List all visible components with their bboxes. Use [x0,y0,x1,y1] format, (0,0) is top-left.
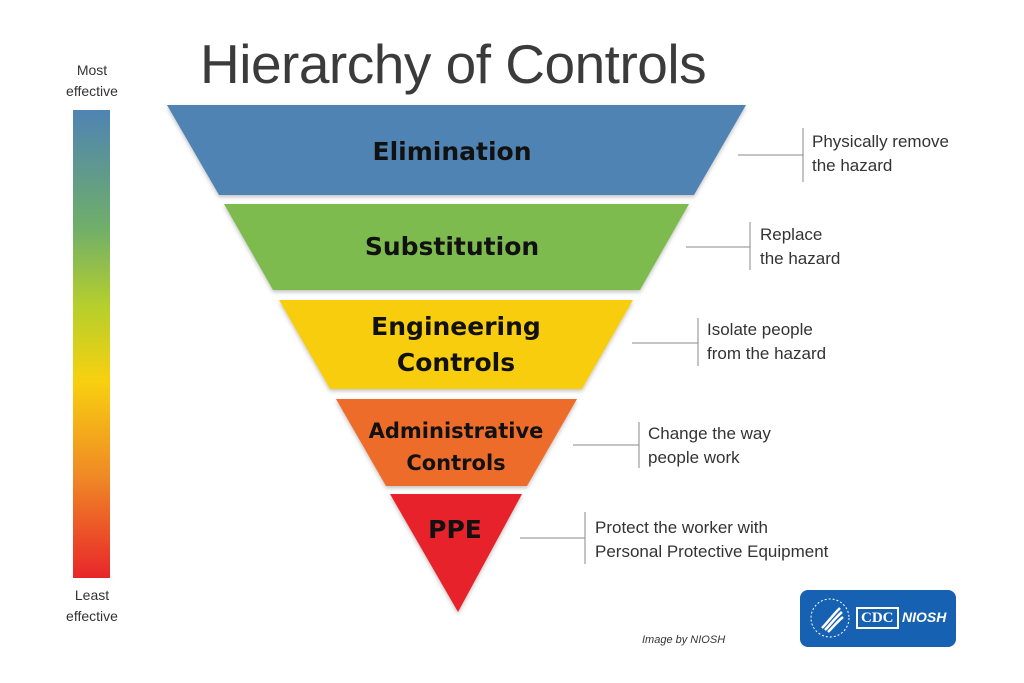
niosh-logo-text: NIOSH [902,609,947,625]
cdc-niosh-logo: CDC NIOSH [800,590,956,647]
band-administrative [336,399,577,486]
cdc-logo-text: CDC [856,607,899,629]
desc-ppe-line-2: Personal Protective Equipment [595,542,829,561]
label-engineering-line-1: Engineering [371,312,541,341]
label-elimination: Elimination [372,137,532,166]
label-engineering-line-2: Controls [396,348,516,377]
image-credit: Image by NIOSH [642,634,726,646]
desc-engineering: Isolate people from the hazard [707,318,826,366]
scale-top-label: Most effective [37,60,147,102]
effectiveness-gradient-bar [73,110,110,578]
band-elimination [167,105,746,195]
label-administrative-line-2: Controls [406,451,506,475]
connector-engineering [632,318,699,366]
scale-top-line-1: Most [76,62,108,78]
desc-elimination-line-1: Physically remove [812,132,949,151]
desc-ppe: Protect the worker with Personal Protect… [595,516,828,564]
scale-bottom-line-2: effective [66,608,118,624]
page-title: Hierarchy of Controls [200,33,707,95]
label-engineering: Engineering Controls [371,309,541,381]
desc-administrative-line-1: Change the way [648,424,771,443]
scale-bottom-label: Least effective [37,585,147,627]
desc-ppe-line-1: Protect the worker with [595,518,768,537]
band-ppe [390,494,522,612]
desc-administrative: Change the way people work [648,422,771,470]
label-substitution: Substitution [364,232,540,261]
desc-substitution-line-1: Replace [760,225,823,244]
label-ppe: PPE [428,515,482,544]
desc-substitution-line-2: the hazard [760,249,841,268]
label-administrative: Administrative Controls [369,415,544,479]
connector-administrative [573,422,640,468]
band-substitution [224,204,689,290]
connector-elimination [738,128,804,182]
desc-elimination: Physically remove the hazard [812,130,949,178]
connector-substitution [686,222,751,270]
label-administrative-line-1: Administrative [368,419,544,443]
desc-elimination-line-2: the hazard [812,156,893,175]
band-engineering [279,300,633,389]
scale-bottom-line-1: Least [74,587,110,603]
desc-engineering-line-1: Isolate people [707,320,813,339]
scale-top-line-2: effective [66,83,118,99]
connector-ppe [520,512,586,564]
hhs-eagle-icon [810,598,850,638]
desc-substitution: Replace the hazard [760,223,840,271]
desc-engineering-line-2: from the hazard [707,344,827,363]
desc-administrative-line-2: people work [648,448,740,467]
